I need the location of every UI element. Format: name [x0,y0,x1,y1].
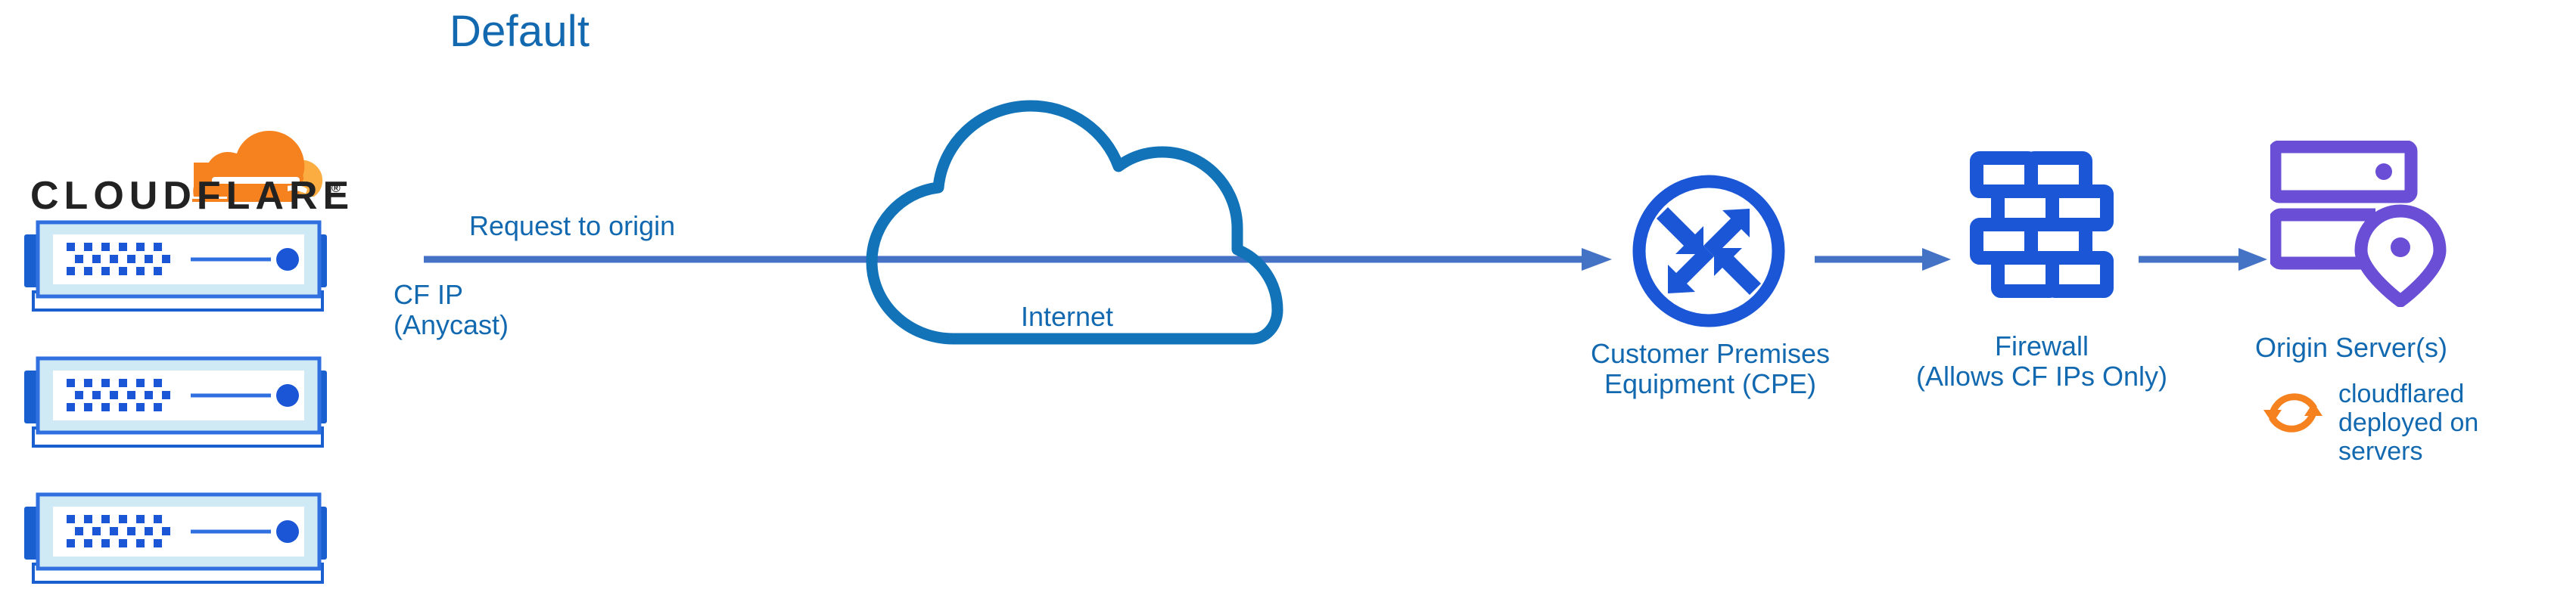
page-title: Default [450,7,590,56]
flow-arrow-cpe-to-firewall [1815,247,1951,272]
server-rack-location-pin-icon [2268,140,2450,308]
cpe-label: Customer Premises Equipment (CPE) [1590,338,1831,400]
internet-cloud-icon [840,98,1294,348]
cloudflare-edge-server-1 [21,218,347,315]
origin-server-label: Origin Server(s) [2255,332,2448,363]
brick-wall-icon [1968,150,2116,324]
cloudflare-wordmark: CLOUDFLARE ® [30,174,348,212]
request-to-origin-label: Request to origin [469,210,676,241]
firewall-label: Firewall (Allows CF IPs Only) [1915,330,2168,392]
svg-text:®: ® [331,182,341,195]
sync-arrows-icon [2260,380,2326,446]
flow-arrow-firewall-to-origin [2139,247,2267,272]
server-vent-dots [67,379,170,411]
cloudflared-note-label: cloudflared deployed on servers [2338,380,2479,467]
cloudflare-cloud-mark [192,131,323,202]
svg-text:CLOUDFLARE: CLOUDFLARE [30,174,348,212]
router-arrows [1657,207,1761,295]
cloudflare-logo: CLOUDFLARE ® [30,113,348,212]
router-icon [1629,171,1789,331]
internet-label: Internet [1020,301,1114,332]
cloudflare-edge-server-3 [21,490,347,587]
cloudflare-edge-server-2 [21,354,347,451]
flow-arrow-edge-to-cpe [424,247,1612,272]
server-vent-dots [67,515,170,547]
cf-ip-anycast-label: CF IP (Anycast) [394,279,509,341]
server-vent-dots [67,243,170,275]
